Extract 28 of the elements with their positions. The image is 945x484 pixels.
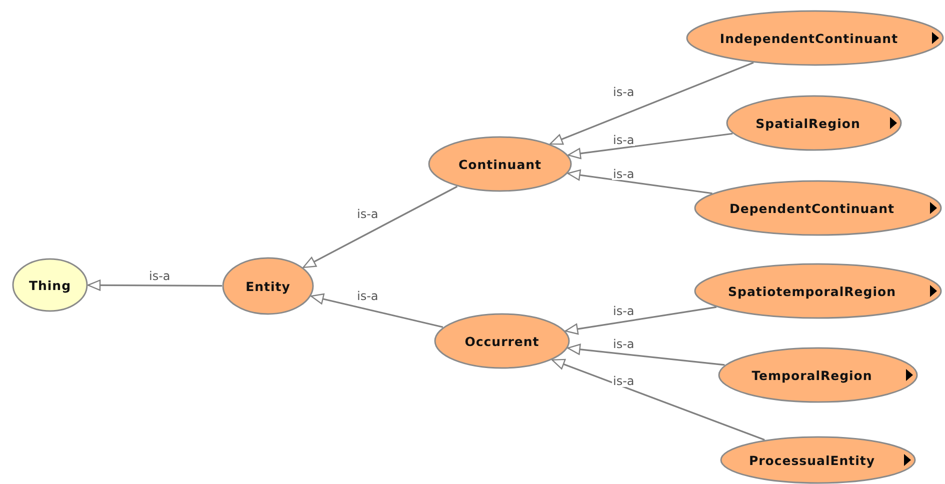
edge-label: is-a [612, 86, 636, 98]
class-name: TemporalRegion [752, 368, 872, 382]
is-a-arrow [568, 132, 733, 160]
edge-label: is-a [356, 208, 380, 220]
is-a-arrow [550, 62, 754, 145]
is-a-arrow [302, 186, 458, 268]
is-a-arrow [552, 358, 765, 441]
is-a-arrow [310, 293, 444, 328]
edge-label: is-a [612, 338, 636, 350]
class-name: Continuant [458, 156, 542, 172]
class-name: DependentContinuant [729, 200, 894, 216]
edge-label: is-a [612, 375, 636, 387]
class-name: SpatialRegion [756, 116, 860, 130]
edge-label: is-a [612, 168, 636, 180]
class-name: IndependentContinuant [720, 30, 898, 46]
edge-label: is-a [612, 305, 636, 317]
class-name: Entity [246, 278, 290, 294]
class-name: Occurrent [464, 334, 540, 348]
class-name: ProcessualEntity [748, 452, 876, 468]
is-a-arrow [567, 344, 725, 366]
edge-label: is-a [356, 290, 380, 302]
edge-label: is-a [612, 134, 636, 146]
edge-label: is-a [148, 270, 172, 282]
is-a-arrow [567, 169, 712, 194]
is-a-arrow [87, 280, 222, 291]
class-name: SpatiotemporalRegion [728, 284, 896, 298]
class-name: Thing [28, 278, 72, 292]
is-a-arrow [564, 306, 717, 335]
